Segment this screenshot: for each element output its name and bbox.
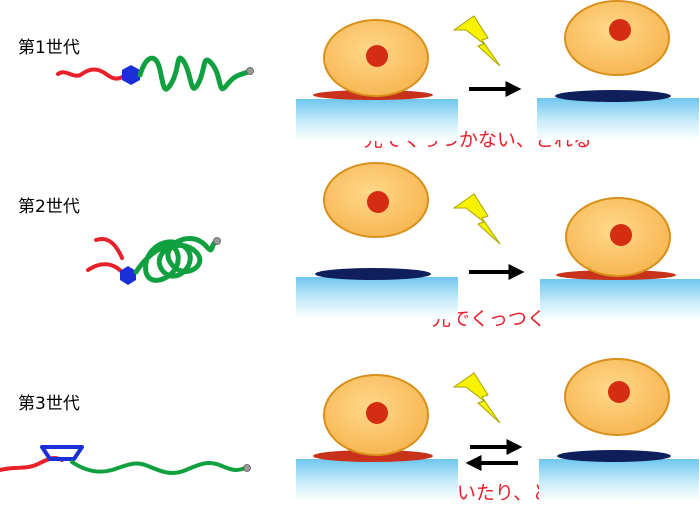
lightning-bolt-icon	[452, 193, 501, 245]
substrate-surface	[540, 279, 700, 321]
gen3-label: 第3世代	[18, 394, 80, 414]
substrate-surface	[537, 98, 699, 140]
adhesion-layer	[313, 450, 433, 462]
gen2-label: 第2世代	[18, 197, 80, 217]
nucleus	[610, 224, 632, 246]
nucleus	[366, 45, 388, 67]
double-arrow-icon	[465, 439, 523, 471]
gen2-molecule	[86, 236, 221, 285]
nucleus	[367, 191, 389, 213]
pad-layer	[555, 90, 671, 102]
lightning-bolt-icon	[452, 372, 501, 424]
nucleus	[608, 381, 630, 403]
nucleus	[609, 19, 631, 41]
substrate-surface	[296, 99, 458, 141]
linker-hexagon-icon	[120, 266, 136, 285]
substrate-surface	[296, 277, 458, 319]
pad-layer	[557, 450, 671, 462]
substrate-surface	[296, 459, 458, 501]
linker-hexagon-icon	[122, 65, 140, 85]
pad-layer	[315, 268, 431, 280]
linker-bracket-icon	[40, 445, 84, 461]
gen1-molecule	[56, 55, 254, 92]
gen3-molecule	[0, 445, 251, 475]
substrate-surface	[539, 459, 699, 501]
gen1-label: 第1世代	[18, 38, 80, 58]
lightning-bolt-icon	[452, 15, 501, 67]
nucleus	[366, 402, 388, 424]
